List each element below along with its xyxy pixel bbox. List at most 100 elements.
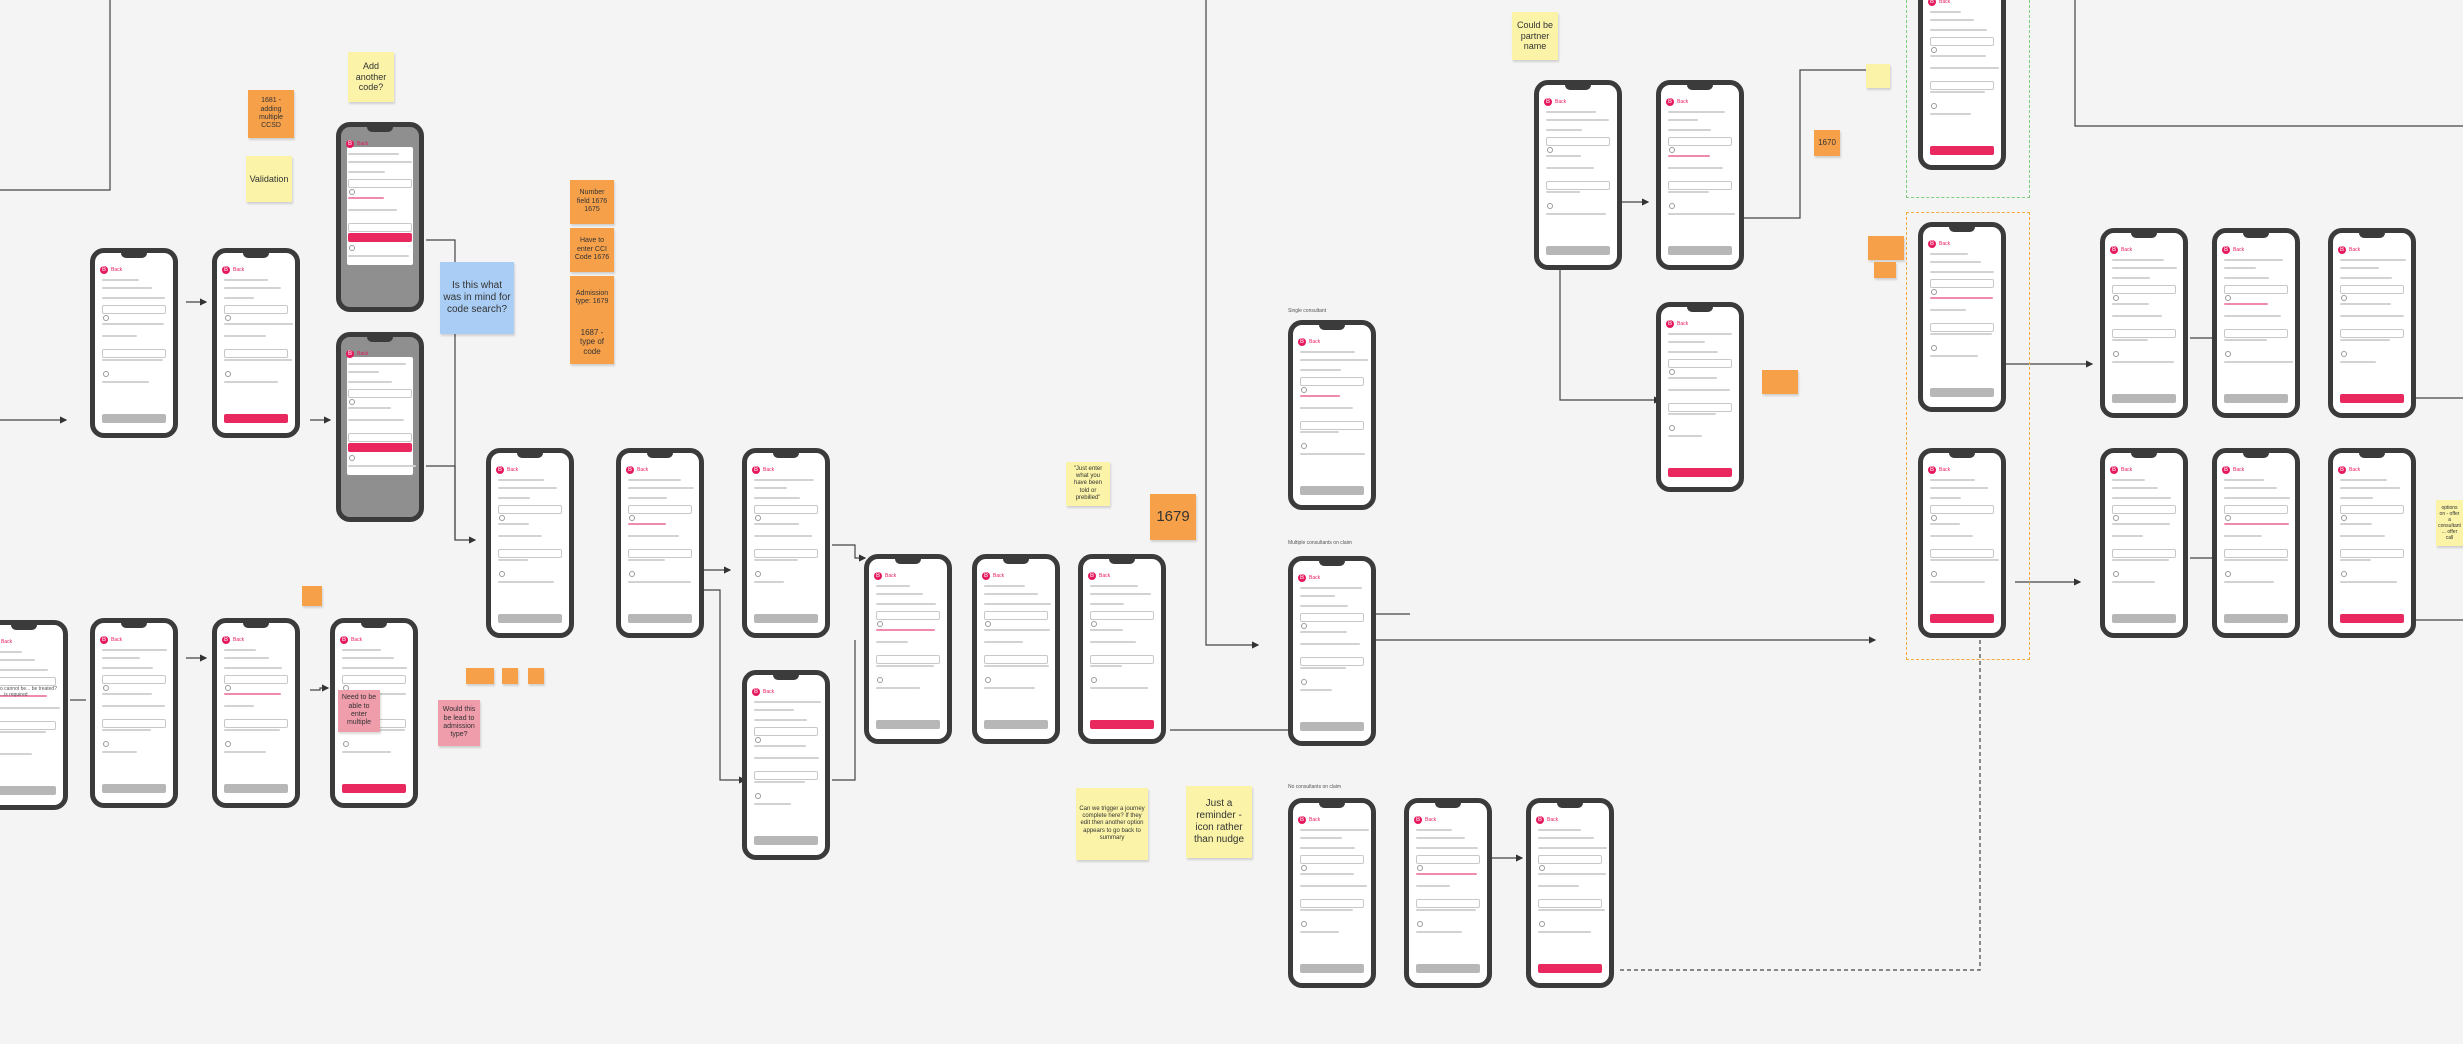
sticky-note[interactable]: 1679	[1150, 494, 1196, 540]
input-field[interactable]	[1300, 657, 1364, 666]
input-field[interactable]	[1930, 549, 1994, 558]
right-edge-sticky[interactable]: options on - offer a consultant ... offe…	[2436, 500, 2463, 546]
continue-button[interactable]	[1546, 246, 1610, 255]
back-link[interactable]: Back	[357, 141, 369, 147]
radio-option[interactable]	[1417, 865, 1423, 871]
input-field[interactable]	[224, 349, 288, 358]
continue-button[interactable]	[984, 720, 1048, 729]
radio-option[interactable]	[1931, 103, 1937, 109]
input-field[interactable]	[224, 305, 288, 314]
radio-option[interactable]	[1301, 387, 1307, 393]
back-link[interactable]: Back	[763, 467, 775, 473]
radio-option[interactable]	[1417, 921, 1423, 927]
input-field[interactable]	[498, 549, 562, 558]
input-field[interactable]	[2224, 329, 2288, 338]
input-field[interactable]	[1668, 137, 1732, 146]
radio-option[interactable]	[877, 677, 883, 683]
radio-option[interactable]	[877, 621, 883, 627]
input-field[interactable]	[984, 655, 1048, 664]
radio-option[interactable]	[1931, 289, 1937, 295]
radio-option[interactable]	[985, 621, 991, 627]
input-field[interactable]	[1416, 899, 1480, 908]
back-link[interactable]: Back	[1425, 817, 1437, 823]
continue-button[interactable]	[224, 784, 288, 793]
radio-option[interactable]	[349, 399, 355, 405]
back-link[interactable]: Back	[111, 267, 123, 273]
radio-option[interactable]	[1301, 443, 1307, 449]
input-field[interactable]	[2224, 505, 2288, 514]
continue-button[interactable]	[102, 414, 166, 423]
back-link[interactable]: Back	[1, 639, 13, 645]
continue-button[interactable]	[2112, 614, 2176, 623]
input-field[interactable]	[1668, 181, 1732, 190]
input-field[interactable]	[1300, 613, 1364, 622]
input-field[interactable]	[754, 771, 818, 780]
continue-button[interactable]	[498, 614, 562, 623]
radio-option[interactable]	[1669, 369, 1675, 375]
back-link[interactable]: Back	[2233, 467, 2245, 473]
sticky-note[interactable]: Number field 1676 1675	[570, 180, 614, 224]
blank-sticky[interactable]	[466, 668, 494, 684]
continue-button[interactable]	[1668, 468, 1732, 477]
radio-option[interactable]	[349, 189, 355, 195]
back-link[interactable]: Back	[993, 573, 1005, 579]
input-field[interactable]	[498, 505, 562, 514]
radio-option[interactable]	[1301, 679, 1307, 685]
back-link[interactable]: Back	[885, 573, 897, 579]
radio-option[interactable]	[499, 515, 505, 521]
input-field[interactable]	[754, 505, 818, 514]
sticky-note[interactable]: Would this be lead to admission type?	[438, 700, 480, 746]
radio-option[interactable]	[2225, 571, 2231, 577]
continue-button[interactable]	[876, 720, 940, 729]
continue-button[interactable]	[1538, 964, 1602, 973]
radio-option[interactable]	[1669, 425, 1675, 431]
back-link[interactable]: Back	[1677, 321, 1689, 327]
input-field[interactable]	[0, 677, 56, 686]
input-field[interactable]	[348, 179, 412, 188]
radio-option[interactable]	[343, 741, 349, 747]
radio-option[interactable]	[103, 685, 109, 691]
radio-option[interactable]	[349, 245, 355, 251]
radio-option[interactable]	[225, 315, 231, 321]
radio-option[interactable]	[1091, 677, 1097, 683]
continue-button[interactable]	[1300, 964, 1364, 973]
back-link[interactable]: Back	[1939, 0, 1951, 5]
radio-option[interactable]	[985, 677, 991, 683]
input-field[interactable]	[2224, 285, 2288, 294]
back-link[interactable]: Back	[2349, 247, 2361, 253]
blank-sticky[interactable]	[1874, 262, 1896, 278]
input-field[interactable]	[2112, 505, 2176, 514]
input-field[interactable]	[984, 611, 1048, 620]
input-field[interactable]	[348, 389, 412, 398]
sticky-note[interactable]: 1687 - type of code	[570, 320, 614, 364]
radio-option[interactable]	[2113, 295, 2119, 301]
input-field[interactable]	[102, 349, 166, 358]
input-field[interactable]	[1538, 855, 1602, 864]
continue-button[interactable]	[2224, 394, 2288, 403]
continue-button[interactable]	[1930, 388, 1994, 397]
input-field[interactable]	[2340, 329, 2404, 338]
continue-button[interactable]	[348, 233, 412, 242]
sticky-note[interactable]: Admission type: 1679	[570, 276, 614, 320]
back-link[interactable]: Back	[763, 689, 775, 695]
radio-option[interactable]	[225, 371, 231, 377]
back-link[interactable]: Back	[1547, 817, 1559, 823]
radio-option[interactable]	[1539, 865, 1545, 871]
radio-option[interactable]	[1931, 515, 1937, 521]
continue-button[interactable]	[342, 784, 406, 793]
back-link[interactable]: Back	[1099, 573, 1111, 579]
radio-option[interactable]	[2225, 351, 2231, 357]
radio-option[interactable]	[1547, 147, 1553, 153]
radio-option[interactable]	[1301, 865, 1307, 871]
back-link[interactable]: Back	[1309, 339, 1321, 345]
